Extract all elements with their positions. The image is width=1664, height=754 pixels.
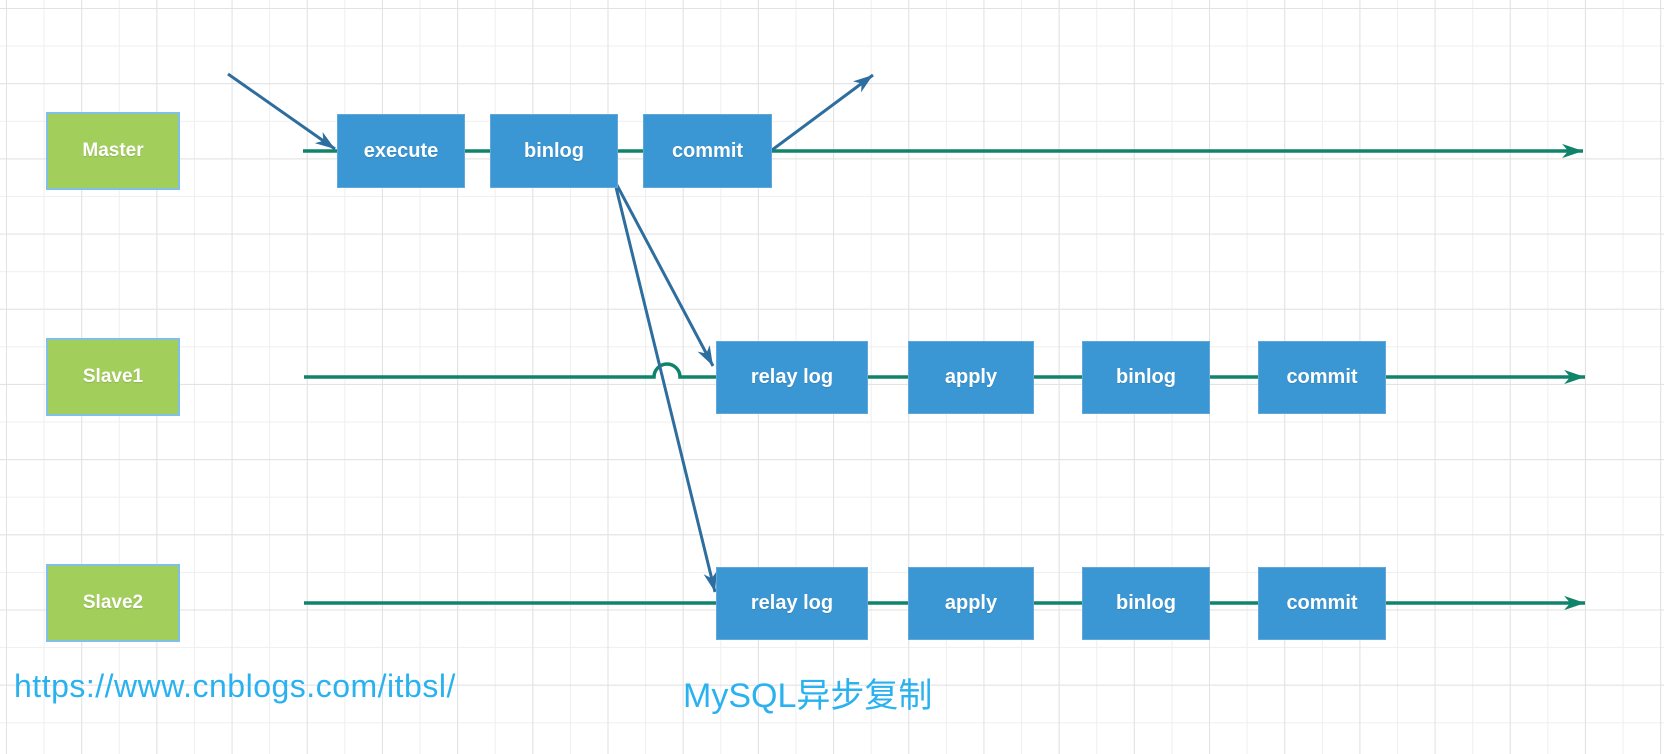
node-label: Master [82,140,144,161]
node-label: binlog [524,139,584,162]
master-step-execute: execute [337,114,465,188]
lane-label-slave2: Slave2 [46,564,180,642]
node-label: commit [1286,366,1358,388]
incoming-request-arrow [227,72,336,151]
node-label: relay log [750,592,834,614]
node-label: commit [1286,592,1358,614]
node-label: commit [671,139,744,162]
lane-label-master: Master [46,112,180,190]
node-label: Slave2 [82,592,144,613]
slave1-timeline [304,362,1585,385]
node-label: execute [363,139,439,162]
slave2-step-commit: commit [1258,567,1386,640]
node-label: apply [944,366,998,388]
slave1-step-apply: apply [908,341,1034,414]
binlog-to-slave1-arrow [608,171,715,367]
commit-response-arrow [771,73,874,152]
node-label: binlog [1116,592,1176,614]
slave1-step-commit: commit [1258,341,1386,414]
slave2-step-relay-log: relay log [716,567,868,640]
slave2-step-apply: apply [908,567,1034,640]
node-label: Slave1 [82,366,144,387]
diagram-title: MySQL异步复制 [683,677,933,715]
node-label: relay log [750,366,834,388]
source-url: https://www.cnblogs.com/itbsl/ [14,668,456,704]
node-label: apply [944,592,998,614]
slave1-step-binlog: binlog [1082,341,1210,414]
master-step-commit: commit [643,114,772,188]
lane-label-slave1: Slave1 [46,338,180,416]
node-label: binlog [1116,366,1176,388]
master-step-binlog: binlog [490,114,618,188]
binlog-to-slave2-arrow [611,174,717,593]
slave2-step-binlog: binlog [1082,567,1210,640]
slave1-step-relay-log: relay log [716,341,868,414]
